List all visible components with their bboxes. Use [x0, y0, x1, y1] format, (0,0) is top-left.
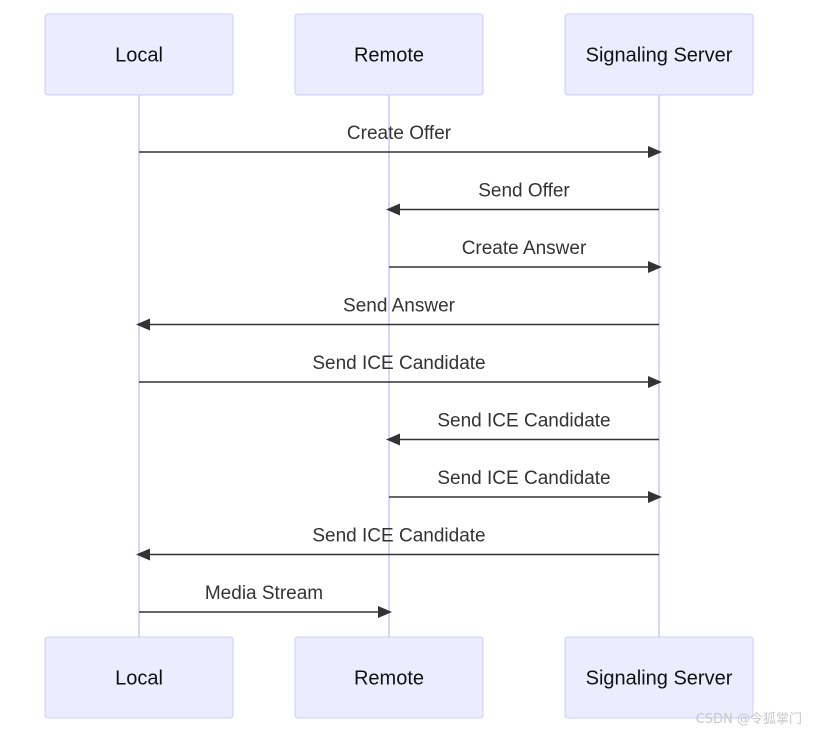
actor-box [44, 636, 234, 719]
message-9: Media Stream [139, 583, 392, 618]
message-7: Send ICE Candidate [389, 468, 662, 503]
actor-local-bottom: Local [44, 636, 234, 719]
actor-remote-bottom: Remote [294, 636, 484, 719]
message-5: Send ICE Candidate [139, 353, 662, 388]
message-label: Create Offer [347, 123, 452, 144]
arrowhead-icon [136, 548, 150, 561]
message-2: Send Offer [386, 181, 659, 216]
actor-label: Remote [354, 668, 424, 690]
arrowhead-icon [648, 261, 662, 273]
actor-box [564, 13, 754, 96]
message-label: Send Answer [343, 296, 456, 317]
message-label: Send ICE Candidate [312, 526, 485, 547]
actor-server-top: Signaling Server [564, 13, 754, 96]
arrowhead-icon [648, 146, 662, 158]
actor-label: Signaling Server [586, 45, 733, 67]
message-8: Send ICE Candidate [136, 526, 659, 561]
actor-label: Signaling Server [586, 668, 733, 690]
arrowhead-icon [648, 491, 662, 503]
actor-box [294, 636, 484, 719]
actor-box [564, 636, 754, 719]
actor-label: Local [115, 668, 163, 690]
message-6: Send ICE Candidate [386, 411, 659, 446]
actor-box [44, 13, 234, 96]
actor-box [294, 13, 484, 96]
message-label: Send ICE Candidate [437, 411, 610, 432]
actor-label: Local [115, 45, 163, 67]
message-label: Media Stream [205, 583, 323, 604]
message-label: Send Offer [478, 181, 570, 202]
arrowhead-icon [648, 376, 662, 388]
actor-local-top: Local [44, 13, 234, 96]
arrowhead-icon [386, 433, 400, 446]
message-label: Send ICE Candidate [437, 468, 610, 489]
arrowhead-icon [378, 606, 392, 618]
watermark: CSDN @令狐掌门 [695, 712, 802, 727]
message-label: Send ICE Candidate [312, 353, 485, 374]
actor-remote-top: Remote [294, 13, 484, 96]
actor-label: Remote [354, 45, 424, 67]
message-1: Create Offer [139, 123, 662, 158]
message-label: Create Answer [462, 238, 587, 259]
arrowhead-icon [136, 318, 150, 331]
message-3: Create Answer [389, 238, 662, 273]
message-4: Send Answer [136, 296, 659, 331]
actor-server-bottom: Signaling Server [564, 636, 754, 719]
arrowhead-icon [386, 203, 400, 216]
